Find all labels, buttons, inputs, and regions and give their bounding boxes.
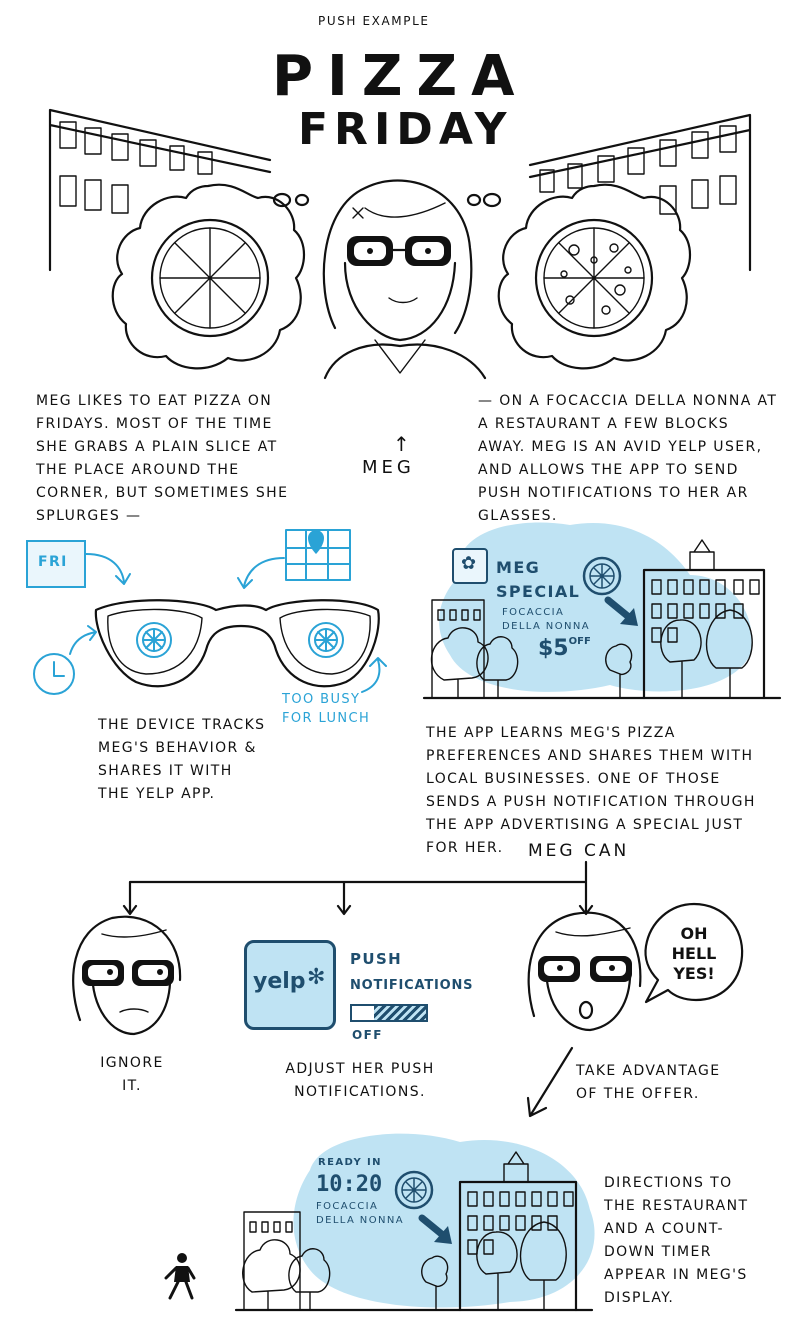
special-pizza-icon: [582, 556, 622, 596]
special-title-line1: MEG: [496, 558, 541, 577]
special-direction-arrow: [604, 596, 638, 626]
page-title-line2: FRIDAY: [298, 104, 513, 155]
intro-left-text: MEG LIKES TO EAT PIZZA ON FRIDAYS. MOST …: [36, 393, 289, 524]
options-branch-lines: [122, 860, 594, 916]
clock-icon: [33, 625, 97, 695]
final-caption: DIRECTIONS TO THE RESTAURANT AND A COUNT…: [604, 1175, 749, 1306]
calendar-day-label: FRI: [38, 554, 68, 570]
special-item-line2: DELLA NONNA: [502, 621, 590, 632]
yelp-app-icon: yelp ✻: [244, 940, 336, 1030]
ready-label: READY IN: [318, 1157, 382, 1168]
final-item-line1: FOCACCIA: [316, 1201, 379, 1212]
flower-icon: ✿: [461, 553, 477, 574]
push-toggle[interactable]: [350, 1004, 428, 1022]
final-pizza-icon: [394, 1170, 434, 1210]
yelp-burst-icon: ✻: [307, 965, 326, 990]
take-label: TAKE ADVANTAGE OF THE OFFER.: [576, 1063, 721, 1102]
meg-ignore-face: [72, 915, 182, 1036]
take-arrow: [526, 1046, 574, 1118]
options-heading: MEG CAN: [528, 841, 630, 861]
final-street-illustration: [234, 1151, 594, 1312]
countdown-timer: 10:20: [316, 1172, 383, 1197]
speech-line2: HELL: [671, 944, 717, 963]
speech-line1: OH: [680, 924, 708, 943]
meg-portrait: [322, 179, 487, 380]
ar-glasses-illustration: [94, 599, 380, 688]
busy-note: TOO BUSY FOR LUNCH: [282, 692, 371, 726]
thought-bubble-plain-pizza: [111, 183, 306, 370]
final-direction-arrow: [418, 1214, 452, 1244]
map-icon: [285, 529, 351, 581]
meg-excited-face: [527, 911, 642, 1032]
special-item-line1: FOCACCIA: [502, 607, 565, 618]
walking-person-icon: [164, 1253, 196, 1300]
final-item-line2: DELLA NONNA: [316, 1215, 404, 1226]
adjust-label: ADJUST HER PUSH NOTIFICATIONS.: [285, 1061, 435, 1100]
calendar-icon: FRI: [26, 540, 86, 588]
thought-dots-right: [466, 192, 502, 208]
intro-right-text: — ON A FOCACCIA DELLA NONNA AT A RESTAUR…: [478, 393, 778, 524]
busy-note-arrow: [361, 657, 387, 693]
special-street-illustration: [422, 539, 782, 700]
push-title-line2: NOTIFICATIONS: [350, 978, 474, 993]
thought-dots-left: [272, 192, 310, 208]
special-price-value: $5: [538, 636, 569, 661]
push-toggle-fill: [374, 1006, 426, 1020]
meg-label: MEG: [362, 457, 415, 478]
speech-bubble: [644, 902, 744, 1004]
push-title-line1: PUSH: [350, 950, 403, 968]
ignore-label: IGNORE IT.: [100, 1055, 164, 1094]
special-caption: THE APP LEARNS MEG'S PIZZA PREFERENCES A…: [426, 725, 756, 856]
special-title-line2: SPECIAL: [496, 582, 581, 601]
special-panel-wash: [439, 522, 752, 692]
left-buildings-illustration: [48, 108, 272, 272]
device-caption: THE DEVICE TRACKS MEG'S BEHAVIOR & SHARE…: [98, 717, 266, 802]
thought-bubble-topped-pizza: [497, 183, 692, 370]
push-toggle-state: OFF: [352, 1028, 383, 1042]
final-panel-wash: [293, 1133, 595, 1308]
special-price-suffix: OFF: [568, 636, 591, 647]
special-app-icon: ✿: [452, 548, 488, 584]
special-price: $5OFF: [538, 636, 591, 661]
page-title-line1: PIZZA: [272, 44, 529, 109]
calendar-arrow: [85, 553, 131, 585]
meg-arrow: ↑: [393, 432, 410, 456]
kicker: PUSH EXAMPLE: [318, 14, 430, 28]
yelp-logo: yelp: [253, 969, 306, 994]
speech-text: OH HELL YES!: [664, 924, 724, 984]
map-arrow: [237, 557, 285, 589]
speech-line3: YES!: [673, 964, 715, 983]
right-buildings-illustration: [528, 113, 752, 272]
